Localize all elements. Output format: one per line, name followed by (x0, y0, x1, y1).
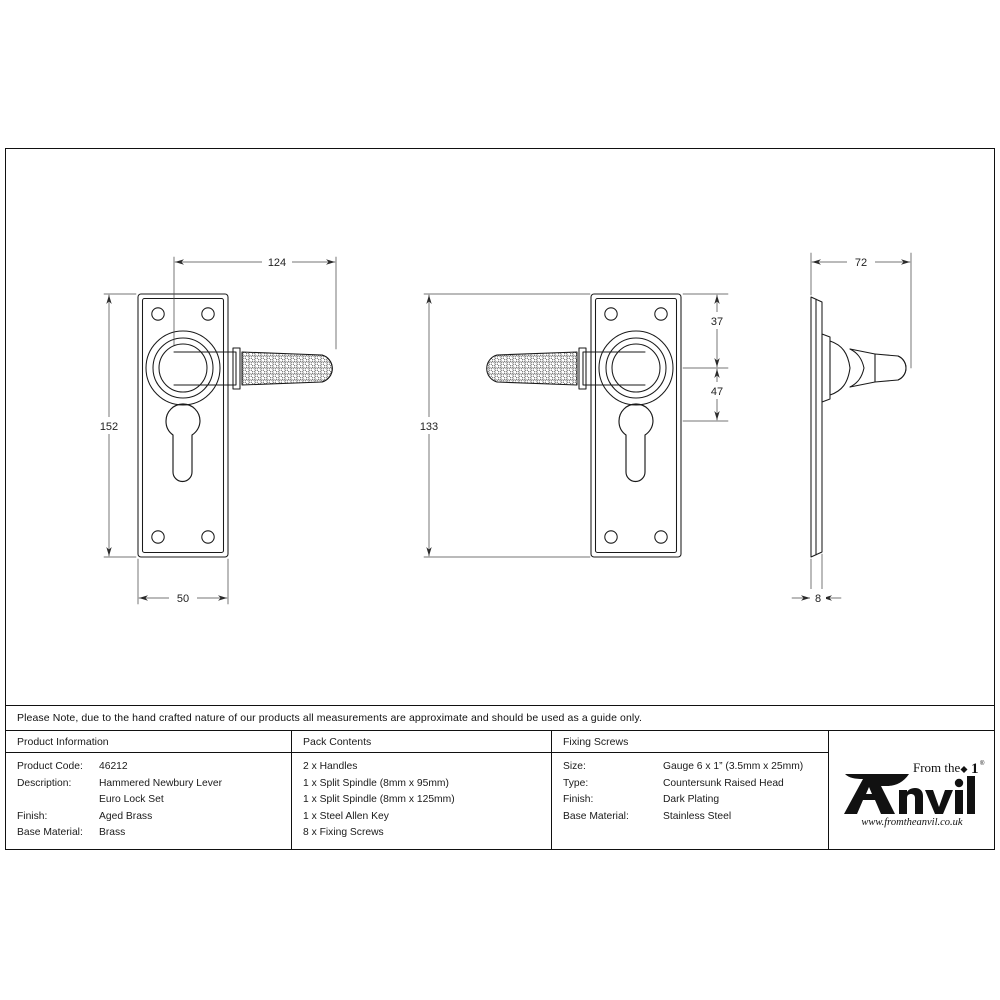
logo-from-the-text: From the (913, 760, 961, 775)
drawing-area: 124 152 50 (6, 149, 994, 705)
logo-website-text: www.fromtheanvil.co.uk (861, 817, 963, 828)
front-view-dimensions (103, 256, 337, 605)
letter-n (898, 788, 923, 814)
product-code-value: 46212 (99, 761, 128, 772)
dim-label-50: 50 (177, 593, 189, 605)
dim-label-47: 47 (711, 386, 723, 398)
table-row: Finish: Aged Brass (17, 809, 291, 826)
letter-l (966, 776, 975, 814)
dim-label-133: 133 (420, 421, 438, 433)
anvil-logo-svg: From the 1 ® www.fromtheanvil.co.uk (843, 760, 985, 828)
finish-value: Aged Brass (99, 810, 153, 822)
rear-view-group (486, 293, 682, 558)
letter-i-stem (954, 790, 963, 814)
front-view-group (137, 293, 333, 558)
table-row: Description: Hammered Newbury Lever (17, 776, 291, 793)
list-item: 1 x Split Spindle (8mm x 95mm) (303, 777, 449, 789)
dim-label-37: 37 (711, 316, 723, 328)
product-info-table: Product Information Product Code: 46212 … (6, 731, 994, 849)
dim-label-124: 124 (268, 257, 286, 269)
letter-i-dot (954, 778, 963, 788)
rear-view-dimensions (423, 293, 729, 558)
description-value: Hammered Newbury Lever (99, 777, 223, 789)
pack-contents-column: Pack Contents 2 x Handles 1 x Split Spin… (292, 731, 552, 849)
product-code-label: Product Code: (17, 761, 83, 772)
side-view-group (810, 296, 907, 558)
screw-type-label: Type: (563, 777, 589, 789)
screw-finish-label: Finish: (563, 794, 594, 806)
product-drawings-svg: 124 152 50 (94, 252, 912, 606)
table-row: Size: Gauge 6 x 1” (3.5mm x 25mm) (563, 759, 828, 776)
logo-numeral-one: 1 (971, 761, 979, 777)
product-information-heading: Product Information (6, 731, 291, 753)
from-the-anvil-logo: From the 1 ® www.fromtheanvil.co.uk (837, 752, 987, 828)
fixing-screws-body: Size: Gauge 6 x 1” (3.5mm x 25mm) Type: … (552, 753, 828, 849)
screw-finish-value: Dark Plating (663, 794, 720, 806)
anvil-shape-icon (843, 774, 909, 814)
table-row: Base Material: Brass (17, 825, 291, 842)
screw-size-label: Size: (563, 761, 586, 772)
pack-contents-body: 2 x Handles 1 x Split Spindle (8mm x 95m… (292, 753, 551, 849)
product-information-column: Product Information Product Code: 46212 … (6, 731, 292, 849)
screw-size-value: Gauge 6 x 1” (3.5mm x 25mm) (663, 761, 804, 772)
screw-base-material-value: Stainless Steel (663, 810, 732, 822)
diamond-icon (960, 766, 967, 773)
base-material-label: Base Material: (17, 827, 83, 839)
side-view-dimensions (791, 252, 912, 605)
measurement-note-row: Please Note, due to the hand crafted nat… (6, 705, 994, 731)
list-item: 1 x Steel Allen Key (303, 810, 389, 822)
registered-trademark-icon: ® (980, 760, 985, 767)
dim-label-152: 152 (100, 421, 118, 433)
table-row: Type: Countersunk Raised Head (563, 776, 828, 793)
list-item: 2 x Handles (303, 761, 358, 772)
fixing-screws-heading: Fixing Screws (552, 731, 828, 753)
fixing-screws-column: Fixing Screws Size: Gauge 6 x 1” (3.5mm … (552, 731, 829, 849)
list-item: 1 x Split Spindle (8mm x 125mm) (303, 794, 455, 806)
brand-logo-column: From the 1 ® www.fromtheanvil.co.uk (829, 731, 994, 849)
anvil-notch-icon (865, 787, 872, 794)
finish-label: Finish: (17, 810, 48, 822)
list-item: 8 x Fixing Screws (303, 827, 384, 839)
description-value-continued: Euro Lock Set (99, 794, 164, 806)
dim-label-8: 8 (815, 593, 821, 605)
screw-base-material-label: Base Material: (563, 810, 629, 822)
product-information-body: Product Code: 46212 Description: Hammere… (6, 753, 291, 849)
pack-contents-heading: Pack Contents (292, 731, 551, 753)
base-material-value: Brass (99, 827, 126, 839)
letter-v (924, 790, 953, 814)
dim-label-72: 72 (855, 257, 867, 269)
table-row: x Euro Lock Set (17, 792, 291, 809)
measurement-note-text: Please Note, due to the hand crafted nat… (17, 712, 642, 724)
description-label: Description: (17, 777, 72, 789)
technical-drawing-sheet: 124 152 50 (5, 148, 995, 850)
screw-type-value: Countersunk Raised Head (663, 777, 784, 789)
table-row: Finish: Dark Plating (563, 792, 828, 809)
table-row: Base Material: Stainless Steel (563, 809, 828, 826)
table-row: Product Code: 46212 (17, 759, 291, 776)
